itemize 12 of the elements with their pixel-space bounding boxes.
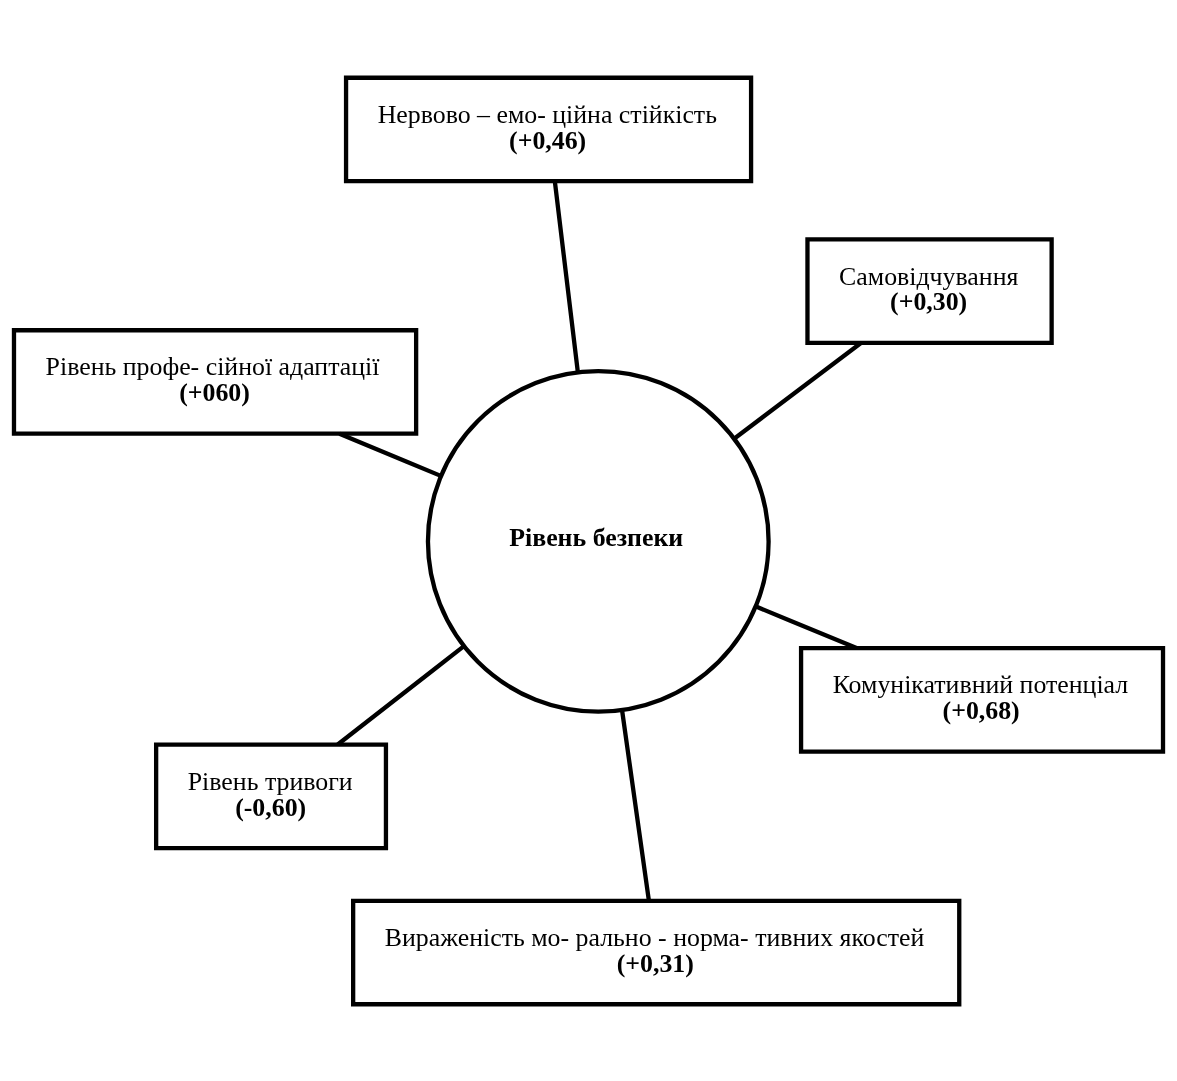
connector — [552, 180, 580, 372]
node-box: Рівень тривоги (-0,60) — [154, 742, 389, 850]
node-box: Нервово – емо- ційна стійкість (+0,46) — [343, 75, 754, 183]
node-box: Самовідчування (+0,30) — [805, 236, 1054, 345]
connector — [338, 431, 441, 478]
node-box: Вираженість мо- рально - норма- тивних якостей (+0,31) — [351, 898, 962, 1006]
connector — [619, 709, 652, 901]
connector — [336, 644, 465, 746]
connector — [755, 604, 858, 650]
node-box: Комунікативний потенціал (+0,68) — [798, 645, 1166, 754]
node-circle: Рівень безпеки — [425, 368, 771, 714]
node-box: Рівень профе- сійної адаптації (+060) — [11, 327, 419, 436]
